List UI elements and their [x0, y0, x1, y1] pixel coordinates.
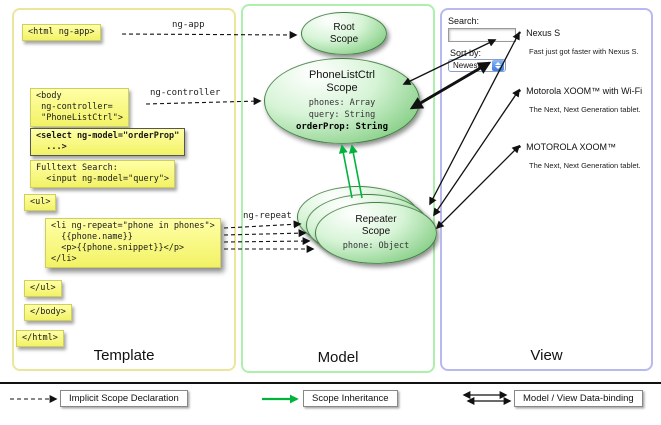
root-scope-title: Root Scope — [329, 21, 359, 45]
legend-divider — [0, 382, 661, 384]
legend-implicit-scope: Implicit Scope Declaration — [60, 390, 188, 407]
list-item: MOTOROLA XOOM™ The Next, Next Generation… — [518, 142, 652, 170]
model-panel-label: Model — [317, 349, 359, 366]
model-panel: Root Scope PhoneListCtrl Scope phones: A… — [241, 4, 437, 373]
root-scope-ellipse: Root Scope — [301, 12, 387, 55]
search-label: Search: — [448, 16, 480, 26]
code-html-open: <html ng-app> — [22, 24, 101, 42]
view-panel-label: View — [530, 347, 563, 364]
code-body-close: </body> — [24, 304, 72, 322]
repeater-scope-ellipse-front: Repeater Scope phone: Object — [315, 202, 437, 264]
sort-by-label: Sort by: — [450, 48, 482, 58]
phonelistctrl-scope-ellipse: PhoneListCtrl Scope phones: Array query:… — [264, 58, 420, 144]
code-body-open: <body ng-controller= "PhoneListCtrl"> — [30, 88, 129, 128]
template-panel-label: Template — [93, 347, 155, 364]
ng-controller-label: ng-controller — [150, 88, 221, 98]
legend-data-binding: Model / View Data-binding — [514, 390, 643, 407]
prop-phones: phones: Array — [308, 98, 376, 109]
phone-name: Motorola XOOM™ with Wi-Fi — [518, 86, 652, 96]
phonelistctrl-scope-props: phones: Array query: String orderProp: S… — [296, 98, 388, 133]
sort-select[interactable]: Newest — [448, 59, 506, 72]
prop-phone: phone: Object — [342, 240, 410, 251]
phone-name: Nexus S — [518, 28, 652, 38]
repeater-scope-title: Repeater Scope — [355, 213, 397, 237]
select-arrows-icon — [492, 60, 504, 71]
code-fulltext-search: Fulltext Search: <input ng-model="query"… — [30, 160, 176, 189]
list-item: Nexus S Fast just got faster with Nexus … — [518, 28, 652, 56]
code-html-close: </html> — [16, 330, 64, 348]
phone-snippet: The Next, Next Generation tablet. — [529, 105, 641, 114]
legend-scope-inheritance: Scope Inheritance — [303, 390, 398, 407]
prop-query: query: String — [308, 109, 376, 120]
repeater-scope-props: phone: Object — [343, 241, 410, 252]
code-ul-close: </ul> — [24, 280, 62, 298]
code-select-orderprop: <select ng-model="orderProp" ...> — [30, 128, 186, 157]
phonelistctrl-scope-title: PhoneListCtrl Scope — [308, 68, 376, 94]
sort-select-value: Newest — [453, 61, 480, 70]
template-panel: <html ng-app> <body ng-controller= "Phon… — [12, 8, 236, 371]
phone-snippet: The Next, Next Generation tablet. — [529, 161, 641, 170]
prop-orderprop: orderProp: String — [295, 122, 389, 133]
phone-name: MOTOROLA XOOM™ — [518, 142, 652, 152]
search-input[interactable] — [448, 28, 516, 42]
phone-snippet: Fast just got faster with Nexus S. — [529, 47, 639, 56]
list-item: Motorola XOOM™ with Wi-Fi The Next, Next… — [518, 86, 652, 114]
ng-repeat-label: ng-repeat — [243, 211, 292, 221]
code-li-repeat: <li ng-repeat="phone in phones"> {{phone… — [45, 218, 221, 269]
ng-app-label: ng-app — [172, 20, 205, 30]
code-ul-open: <ul> — [24, 194, 57, 212]
view-panel: Search: Sort by: Newest Nexus S Fast jus… — [440, 8, 653, 371]
